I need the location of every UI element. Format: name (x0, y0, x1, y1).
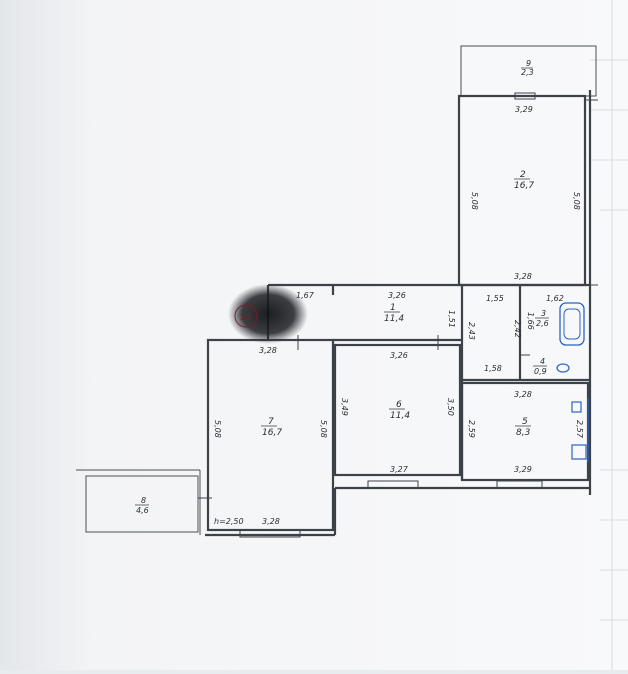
walls (76, 45, 598, 538)
dim-wc-width: 1,58 (484, 364, 502, 373)
stamp-number: 14 (240, 313, 252, 323)
dim-room7-right: 5,08 (319, 420, 328, 438)
room-1-area: 11,4 (384, 314, 404, 324)
dim-bath-side: 1,66 (526, 312, 535, 330)
room-7-area: 16,7 (262, 428, 282, 438)
dim-room5-top: 3,28 (514, 390, 532, 399)
room-number-underlines (135, 67, 549, 506)
dim-room7-top: 3,28 (259, 346, 277, 355)
dim-bath-top: 1,62 (546, 294, 564, 303)
dim-room6-left: 3,49 (340, 398, 349, 416)
dim-bath-inner: 2,42 (513, 320, 522, 338)
stove-icon (571, 444, 587, 460)
dim-room2-left: 5,08 (470, 192, 479, 210)
dim-corridor-height: 1,51 (447, 310, 456, 328)
dim-room7-bottom: 3,28 (262, 517, 280, 526)
dim-room6-bottom: 3,27 (390, 465, 409, 474)
dim-corridor-mid: 3,26 (388, 291, 406, 300)
dim-room5-bottom: 3,29 (514, 465, 532, 474)
dim-balcony-top: 3,29 (515, 105, 533, 114)
room-6-walls (333, 343, 462, 477)
bathtub-icon (559, 302, 585, 346)
dim-room5-left: 2,59 (467, 420, 476, 438)
bathroom-fixtures (556, 302, 589, 462)
dim-corridor-left: 1,67 (296, 291, 315, 300)
dim-room2-bottom: 3,28 (514, 272, 532, 281)
dim-room6-right: 3,50 (446, 398, 455, 416)
dim-room2-right: 5,08 (572, 192, 581, 210)
room-3-area: 2,6 (536, 319, 549, 328)
ink-stamp: 14 (228, 284, 308, 344)
room-2-area: 16,7 (514, 181, 534, 191)
ceiling-height-label: h=2,50 (214, 517, 244, 526)
room-5-area: 8,3 (516, 428, 531, 438)
dim-hall-top: 1,55 (486, 294, 504, 303)
dim-hall-side: 2,43 (467, 322, 476, 340)
room-2-number: 2 (520, 170, 526, 180)
sink-icon (571, 401, 582, 413)
dim-room5-right: 2,57 (575, 420, 584, 439)
form-grid-lines (590, 0, 628, 670)
room-6-number: 6 (396, 400, 402, 410)
balcony-8-outline (85, 475, 199, 533)
dim-room7-left: 5,08 (213, 420, 222, 438)
toilet-icon (556, 363, 570, 373)
room-8-area: 4,6 (136, 506, 149, 515)
room-labels: 9 2,3 2 16,7 1 11,4 3 2,6 4 0,9 5 8,3 6 … (136, 59, 549, 515)
room-6-area: 11,4 (390, 411, 410, 421)
room-9-number: 9 (526, 59, 531, 68)
room-4-area: 0,9 (534, 367, 547, 376)
room-9-area: 2,3 (521, 68, 534, 77)
room-5-number: 5 (522, 417, 528, 427)
room-3-number: 3 (541, 309, 546, 318)
dim-room6-top: 3,26 (390, 351, 408, 360)
room-1-number: 1 (390, 303, 396, 313)
room-4-number: 4 (540, 357, 545, 366)
room-8-number: 8 (141, 496, 146, 505)
room-7-number: 7 (268, 417, 274, 427)
dimension-labels: 3,29 5,08 5,08 3,28 1,67 3,26 1,51 1,55 … (213, 105, 584, 526)
